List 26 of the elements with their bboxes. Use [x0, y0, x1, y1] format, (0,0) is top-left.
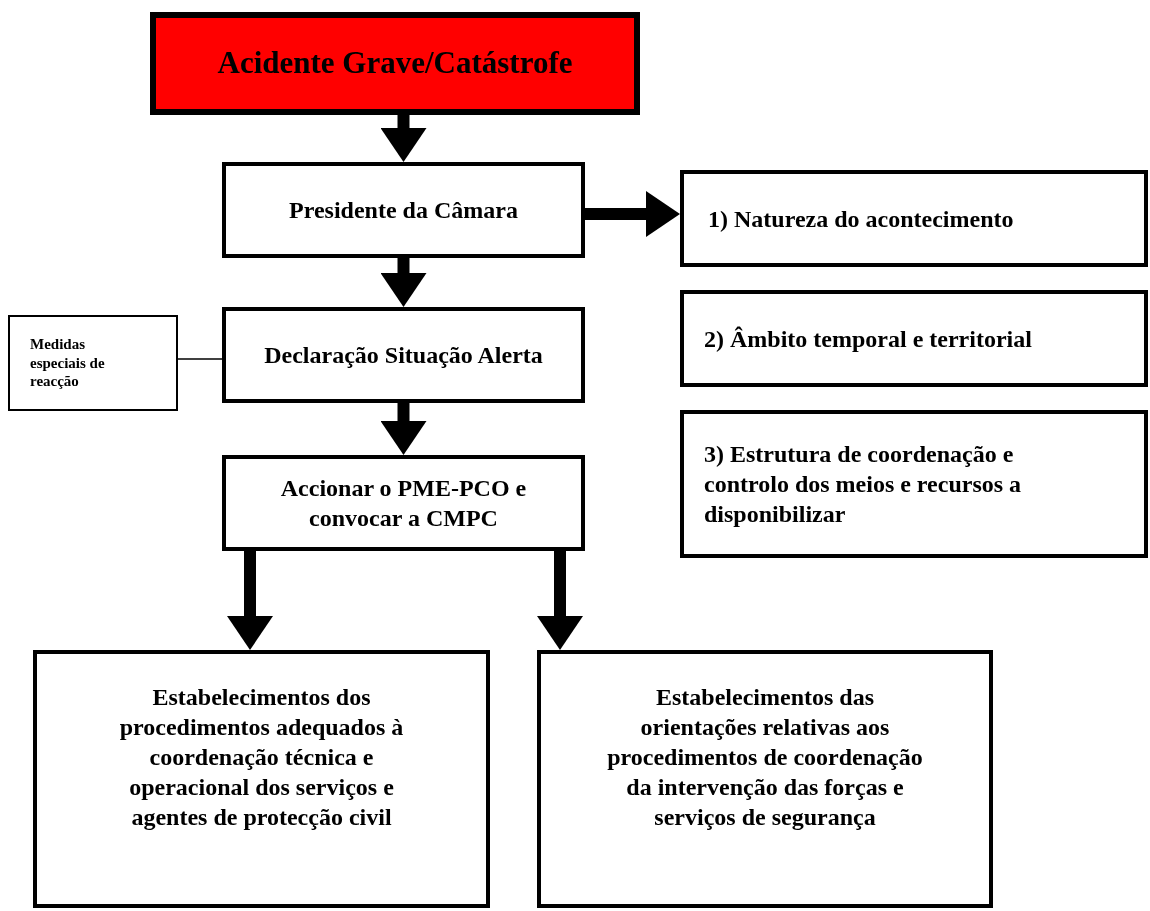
arrow	[227, 551, 273, 650]
box-label: Presidente da Câmara	[289, 196, 518, 225]
box-label: Estabelecimentos dos procedimentos adequados à coordenação técnica e operacional dos serviços e agentes de protecção civil	[118, 683, 405, 832]
process-box	[537, 650, 993, 908]
process-box	[222, 162, 585, 258]
process-box	[33, 650, 490, 908]
process-box	[222, 307, 585, 403]
box-label: Acidente Grave/Catástrofe	[217, 44, 573, 83]
box-label: Estabelecimentos das orientações relativas aos procedimentos de coordenação da intervenção das forças e serviços de segurança	[606, 683, 924, 832]
box-label: 1) Natureza do acontecimento	[708, 204, 1014, 234]
box-label: Medidas especiais de reacção	[30, 334, 106, 392]
process-box	[680, 410, 1148, 558]
box-label: 2) Âmbito temporal e territorial	[704, 324, 1032, 354]
process-box	[150, 12, 640, 115]
process-box	[680, 170, 1148, 267]
process-box	[222, 455, 585, 551]
box-label: 3) Estrutura de coordenação e controlo dos meios e recursos a disponibilizar	[704, 440, 1023, 529]
box-label: Accionar o PME-PCO e convocar a CMPC	[279, 474, 528, 533]
arrow	[585, 191, 680, 237]
arrow	[537, 551, 583, 650]
arrow	[380, 258, 427, 307]
process-box	[8, 315, 178, 411]
process-box	[680, 290, 1148, 387]
arrow	[380, 403, 427, 455]
box-label: Declaração Situação Alerta	[264, 341, 543, 370]
arrow	[380, 115, 427, 162]
